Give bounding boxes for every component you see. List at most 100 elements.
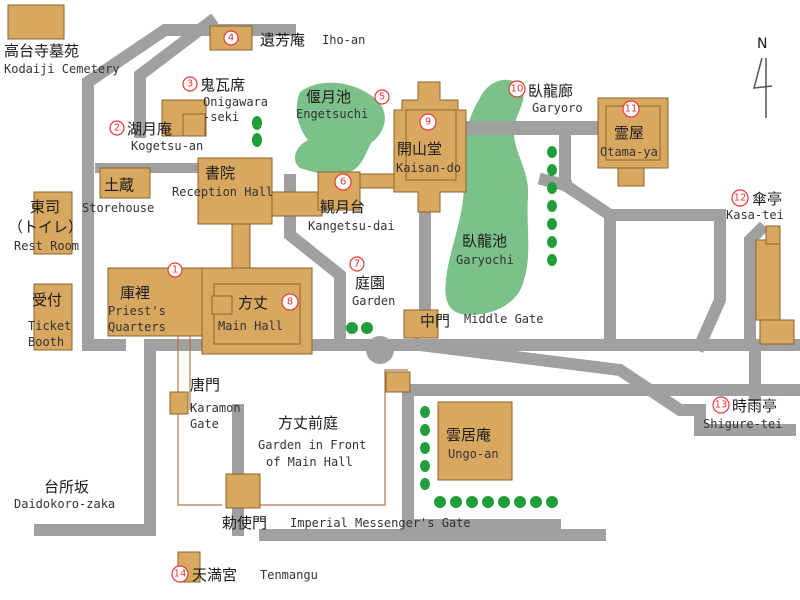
storehouse-en: Storehouse <box>82 201 154 215</box>
karamon-gate-building <box>169 391 189 415</box>
priests-quarters-en1: Priest's <box>108 304 166 318</box>
karamon-gate-jp: 唐門 <box>190 376 220 394</box>
kodaiji-cemetery-building <box>7 4 65 40</box>
shigure-tei-building <box>759 319 795 345</box>
reception-hall-en: Reception Hall <box>172 185 273 199</box>
kasa-tei-jp: 傘亭 <box>752 190 782 208</box>
small-gate-building <box>385 371 411 393</box>
ticket-booth-building <box>33 283 73 351</box>
garyochi-en: Garyochi <box>456 253 514 267</box>
ungo-an-building <box>437 401 513 481</box>
kodaiji-cemetery-en: Kodaiji Cemetery <box>4 62 120 76</box>
kasa-tei-building <box>755 239 781 321</box>
shigure-tei-jp: 時雨亭 <box>732 397 777 415</box>
rest-room-jp2: （トイレ） <box>8 218 83 236</box>
tenmangu-jp: 天満宮 <box>192 566 237 584</box>
engetsuchi-pond <box>294 82 385 175</box>
ticket-booth-jp: 受付 <box>32 291 62 309</box>
imperial-gate-building <box>225 473 261 509</box>
engetsuchi-number: 5 <box>379 92 385 103</box>
daidokoro-zaka-en: Daidokoro-zaka <box>14 497 115 511</box>
otama-ya-en: Otama-ya <box>600 145 658 159</box>
junction-node <box>366 336 394 364</box>
kaisan-do-jp: 開山堂 <box>397 140 442 158</box>
rest-room-en: Rest Room <box>14 239 79 253</box>
garden-front-en1: Garden in Front <box>258 438 366 452</box>
garden-en: Garden <box>352 294 395 308</box>
karamon-gate-en2: Gate <box>190 417 219 431</box>
rest-room-building <box>33 191 73 255</box>
otama-ya-stair <box>617 167 645 187</box>
onigawara-seki-building <box>182 113 206 137</box>
garyoro-jp: 臥龍廊 <box>528 82 573 100</box>
kogetsu-an-en: Kogetsu-an <box>131 139 203 153</box>
garyoro-en: Garyoro <box>532 101 583 115</box>
ungo-an-jp: 雲居庵 <box>446 426 491 444</box>
garyochi-jp: 臥龍池 <box>462 232 507 250</box>
shigure-tei-number: 13 <box>715 400 728 411</box>
imperial-gate-jp: 勅使門 <box>222 514 267 532</box>
kangetsu-dai-jp: 観月台 <box>320 198 365 216</box>
kodaiji-cemetery-jp: 高台寺墓苑 <box>4 42 79 60</box>
engetsuchi-en: Engetsuchi <box>296 107 368 121</box>
priests-quarters-building <box>107 267 207 337</box>
corridor-1 <box>231 223 251 275</box>
imperial-gate-en: Imperial Messenger's Gate <box>290 516 471 530</box>
engetsuchi-jp: 偃月池 <box>306 88 351 106</box>
garden-jp: 庭園 <box>355 274 385 292</box>
tenmangu-number: 14 <box>174 569 187 580</box>
kasa-tei-number: 12 <box>734 193 747 204</box>
kogetsu-an-number: 2 <box>114 123 120 134</box>
ungo-an-en: Ungo-an <box>448 447 499 461</box>
tenmangu-en: Tenmangu <box>260 568 318 582</box>
otama-ya-jp: 霊屋 <box>614 124 644 142</box>
roads <box>34 13 800 541</box>
storehouse-building <box>99 167 151 199</box>
onigawara-seki-jp: 鬼瓦席 <box>200 76 245 94</box>
kaisan-do-en: Kaisan-do <box>396 161 461 175</box>
kogetsu-an-jp: 湖月庵 <box>127 120 172 138</box>
reception-hall-jp: 書院 <box>205 164 235 182</box>
iho-an-jp: 遺芳庵 <box>260 31 305 49</box>
daidokoro-zaka-jp: 台所坂 <box>44 478 89 496</box>
kangetsu-dai-number: 6 <box>340 177 346 188</box>
storehouse-jp: 土蔵 <box>104 176 134 194</box>
kaisan-do-number: 9 <box>425 117 431 128</box>
iho-an-number: 4 <box>228 33 234 44</box>
onigawara-seki-number: 3 <box>187 79 193 90</box>
corridor-2 <box>271 191 323 217</box>
compass-arrow-icon <box>752 57 773 118</box>
onigawara-seki-en1: Onigawara <box>203 95 268 109</box>
garden-number: 7 <box>354 259 360 270</box>
main-hall-porch <box>211 295 233 315</box>
garyoro-number: 10 <box>511 84 524 95</box>
trees <box>252 116 558 508</box>
priests-quarters-en2: Quarters <box>108 320 166 334</box>
rest-room-jp1: 東司 <box>30 198 60 216</box>
ticket-booth-en2: Booth <box>28 335 64 349</box>
main-hall-jp: 方丈 <box>238 294 268 312</box>
kaisan-do-inner <box>405 109 457 181</box>
garden-front-en2: of Main Hall <box>266 455 353 469</box>
middle-gate-building <box>403 309 439 339</box>
priests-quarters-jp: 庫裡 <box>120 284 150 302</box>
main-hall-number: 8 <box>287 297 293 308</box>
otama-ya-number: 11 <box>625 104 638 115</box>
karamon-gate-en1: Karamon <box>190 401 241 415</box>
shigure-tei-en: Shigure-tei <box>703 417 782 431</box>
buildings <box>7 4 795 583</box>
compass: N <box>752 36 773 118</box>
kangetsu-dai-en: Kangetsu-dai <box>308 219 395 233</box>
middle-gate-en: Middle Gate <box>464 312 543 326</box>
main-hall-en: Main Hall <box>218 319 283 333</box>
garden-front-jp: 方丈前庭 <box>278 414 338 432</box>
ticket-booth-en1: Ticket <box>28 319 71 333</box>
iho-an-en: Iho-an <box>322 33 365 47</box>
labels: 高台寺墓苑 Kodaiji Cemetery 4 遺芳庵 Iho-an 3 鬼瓦… <box>4 30 784 584</box>
kasa-tei-en: Kasa-tei <box>726 208 784 222</box>
compass-label: N <box>757 36 767 52</box>
kasa-tei-top <box>765 225 781 245</box>
middle-gate-jp: 中門 <box>420 312 450 330</box>
onigawara-seki-en2: -seki <box>203 110 239 124</box>
